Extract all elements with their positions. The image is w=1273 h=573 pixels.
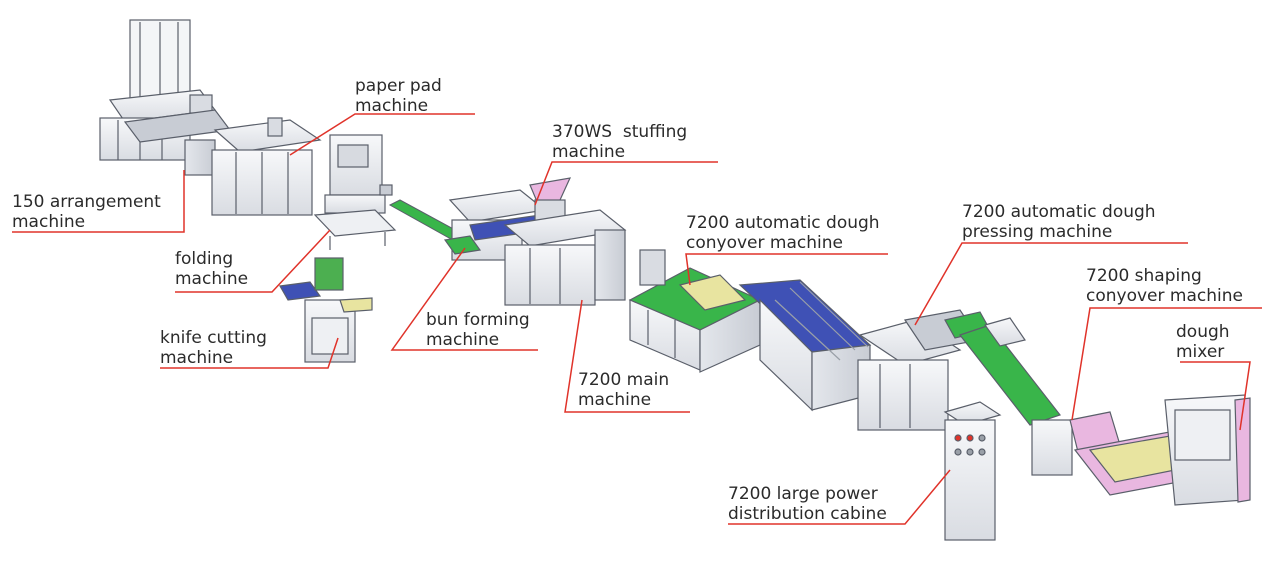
label-main-machine: 7200 main machine <box>578 370 669 410</box>
label-arrangement-line2: machine <box>12 212 86 232</box>
leader-main <box>564 299 690 413</box>
power-distribution-cabinet <box>943 401 1002 541</box>
label-knife-cutting-line2: machine <box>160 348 234 368</box>
leader-paper-pad <box>289 113 475 156</box>
label-paper-pad-line2: machine <box>355 96 429 116</box>
label-bun-forming-line2: machine <box>426 330 500 350</box>
folding-machine <box>313 134 397 250</box>
label-shaping-conveyor-machine: 7200 shaping conyover machine <box>1086 266 1243 306</box>
label-dough-pressing-machine: 7200 automatic dough pressing machine <box>962 202 1156 242</box>
label-arrangement-line1: 150 arrangement <box>12 192 161 212</box>
label-dough-mixer: dough mixer <box>1176 322 1230 362</box>
label-power-cabinet: 7200 large power distribution cabine <box>728 484 887 524</box>
label-dough-pressing-line1: 7200 automatic dough <box>962 202 1156 222</box>
label-arrangement-machine: 150 arrangement machine <box>12 192 161 232</box>
label-dough-conveyor-line2: conyover machine <box>686 233 843 253</box>
leader-dough-conveyor <box>685 253 888 286</box>
label-dough-conveyor-machine: 7200 automatic dough conyover machine <box>686 213 880 253</box>
leader-shaping-conveyor <box>1071 307 1262 421</box>
label-knife-cutting-line1: knife cutting <box>160 328 267 348</box>
label-main-line2: machine <box>578 390 652 410</box>
leader-bun-forming <box>390 247 538 351</box>
arrangement-machine <box>99 19 232 176</box>
label-paper-pad-machine: paper pad machine <box>355 76 442 116</box>
label-bun-forming-line1: bun forming <box>426 310 530 330</box>
label-folding-machine: folding machine <box>175 249 248 289</box>
label-stuffing-line1: 370WS stuffing <box>552 122 688 142</box>
label-knife-cutting-machine: knife cutting machine <box>160 328 267 368</box>
label-folding-line2: machine <box>175 269 249 289</box>
label-shaping-conveyor-line2: conyover machine <box>1086 286 1243 306</box>
leader-knife-cutting <box>160 337 339 369</box>
label-stuffing-machine: 370WS stuffing machine <box>552 122 687 162</box>
label-main-line1: 7200 main <box>578 370 670 390</box>
leader-stuffing <box>534 161 718 206</box>
stuffing-machine <box>503 177 627 306</box>
leader-arrangement <box>12 170 185 233</box>
dough-conveyor-machine <box>738 279 872 412</box>
label-dough-pressing-line2: pressing machine <box>962 222 1113 242</box>
leader-dough-mixer <box>1180 361 1251 431</box>
leader-folding <box>175 229 331 293</box>
dough-mixer <box>1073 394 1251 506</box>
label-dough-mixer-line2: mixer <box>1176 342 1225 362</box>
main-machine <box>628 249 762 373</box>
shaping-conveyor-machine <box>959 317 1121 476</box>
leader-lines <box>12 113 1262 525</box>
knife-cutting-machine <box>279 257 373 363</box>
label-paper-pad-line1: paper pad <box>355 76 442 96</box>
label-folding-line1: folding <box>175 249 234 269</box>
label-bun-forming-machine: bun forming machine <box>426 310 530 350</box>
paper-pad-machine <box>211 117 322 216</box>
label-dough-mixer-line1: dough <box>1176 322 1230 342</box>
leader-power-cabinet <box>728 469 951 525</box>
label-dough-conveyor-line1: 7200 automatic dough <box>686 213 880 233</box>
label-power-cabinet-line2: distribution cabine <box>728 504 887 524</box>
leader-dough-pressing <box>914 242 1188 326</box>
label-shaping-conveyor-line1: 7200 shaping <box>1086 266 1202 286</box>
label-power-cabinet-line1: 7200 large power <box>728 484 878 504</box>
label-stuffing-line2: machine <box>552 142 626 162</box>
